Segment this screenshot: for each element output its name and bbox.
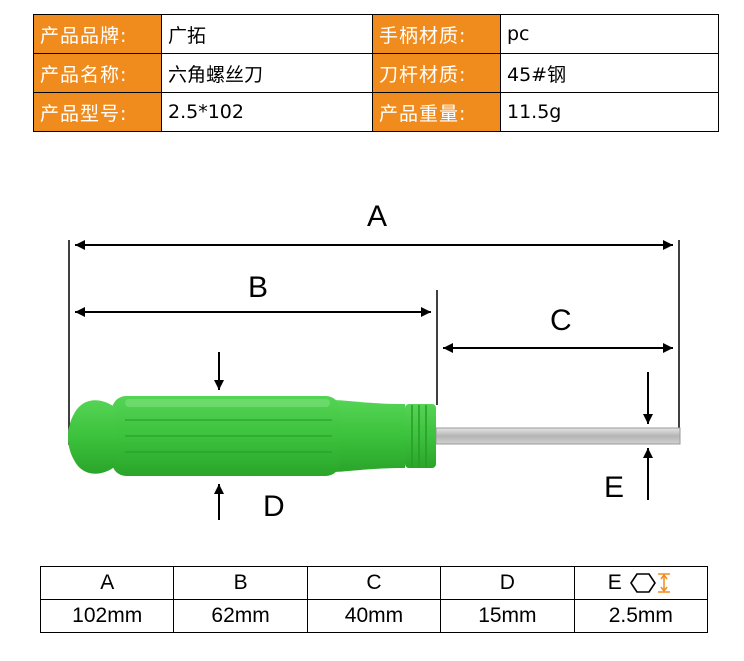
product-name-label: 产品名称:: [33, 53, 162, 93]
weight-label: 产品重量:: [372, 92, 501, 132]
header-b: B: [173, 566, 308, 600]
label-d: D: [263, 490, 285, 523]
value-c: 40mm: [306, 599, 442, 633]
handle: [68, 396, 436, 476]
weight-value: 11.5g: [500, 92, 719, 132]
brand-value: 广拓: [161, 14, 373, 54]
spec-row-name: 产品名称: 六角螺丝刀 刀杆材质: 45#钢: [33, 53, 719, 93]
value-e: 2.5mm: [573, 599, 709, 633]
dimensions-header-row: A B C D E: [39, 566, 709, 600]
spec-row-brand: 产品品牌: 广拓 手柄材质: pc: [33, 14, 719, 54]
spec-row-model: 产品型号: 2.5*102 产品重量: 11.5g: [33, 92, 719, 132]
header-e-cell: E: [573, 566, 709, 600]
handle-material-label: 手柄材质:: [372, 14, 501, 54]
value-d: 15mm: [440, 599, 575, 633]
shaft-material-value: 45#钢: [500, 53, 719, 93]
shaft-material-label: 刀杆材质:: [372, 53, 501, 93]
header-c: C: [306, 566, 442, 600]
value-b: 62mm: [173, 599, 308, 633]
value-a: 102mm: [39, 599, 175, 633]
product-name-value: 六角螺丝刀: [161, 53, 373, 93]
brand-label: 产品品牌:: [33, 14, 162, 54]
screwdriver-dimension-drawing: [68, 240, 681, 520]
handle-neck: [405, 404, 436, 468]
hex-shaft: [435, 427, 681, 445]
label-c: C: [550, 304, 572, 337]
dimensions-value-row: 102mm 62mm 40mm 15mm 2.5mm: [39, 599, 709, 633]
hex-size-icon: [629, 573, 670, 593]
label-a: A: [367, 200, 388, 233]
handle-material-value: pc: [500, 14, 719, 54]
header-d: D: [440, 566, 575, 600]
label-b: B: [248, 271, 269, 304]
model-value: 2.5*102: [161, 92, 373, 132]
spec-table: 产品品牌: 广拓 手柄材质: pc 产品名称: 六角螺丝刀 刀杆材质: 45#钢…: [33, 14, 719, 132]
header-e: E: [607, 571, 622, 594]
dimensions-table: A B C D E 102mm 62mm 40mm 15mm 2.5mm: [39, 566, 709, 633]
label-e: E: [604, 471, 625, 504]
handle-end-knob: [68, 400, 116, 474]
model-label: 产品型号:: [33, 92, 162, 132]
header-a: A: [39, 566, 175, 600]
